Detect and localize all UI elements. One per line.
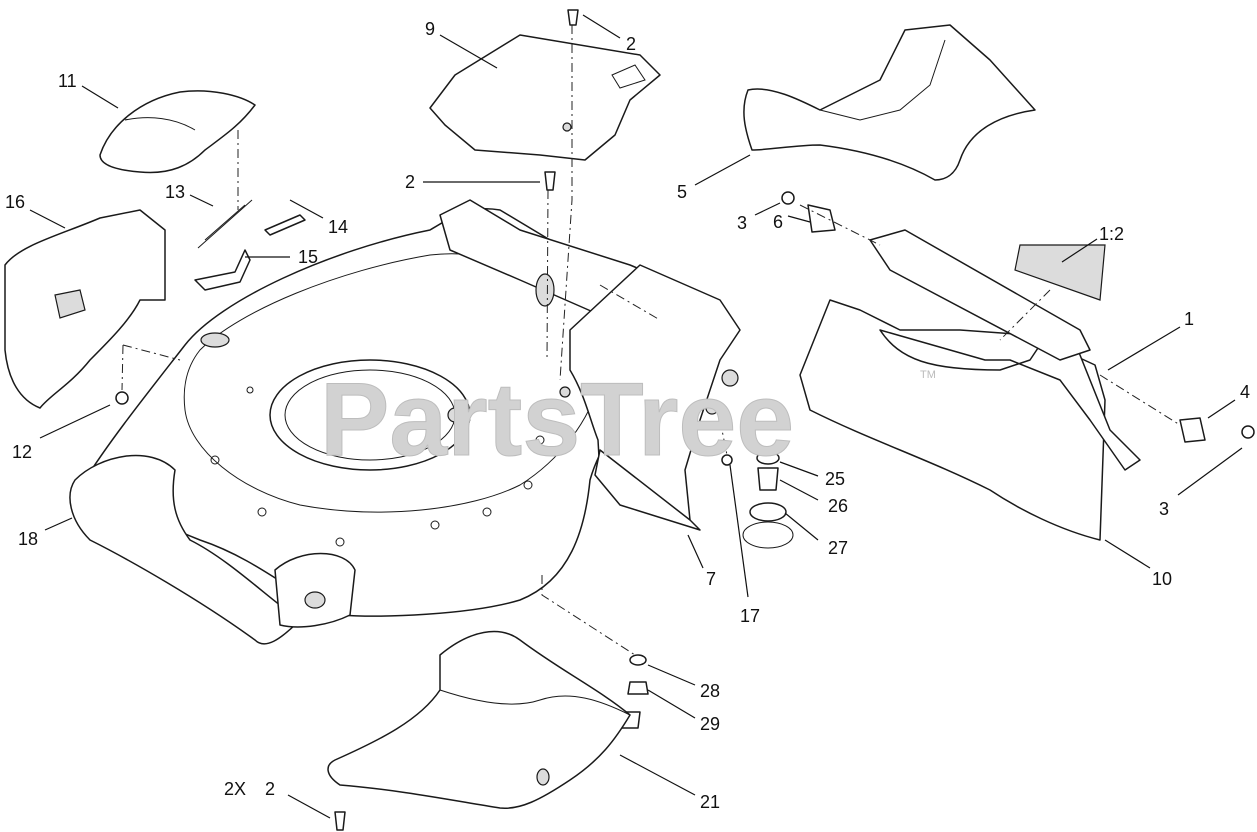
watermark-text: PartsTree xyxy=(320,362,794,478)
callout-2-top: 2 xyxy=(626,34,636,54)
callout-14: 14 xyxy=(328,217,348,237)
callout-28: 28 xyxy=(700,681,720,701)
callout-5: 5 xyxy=(677,182,687,202)
discharge-door xyxy=(569,264,741,531)
side-cover xyxy=(4,209,166,409)
callout-10: 10 xyxy=(1152,569,1172,589)
callout-13: 13 xyxy=(165,182,185,202)
height-adjust-cover xyxy=(99,90,256,174)
rear-flap-top xyxy=(743,24,1036,181)
assembly-lines xyxy=(121,25,1181,656)
callout-3-lower: 3 xyxy=(1159,499,1169,519)
callout-4: 4 xyxy=(1240,382,1250,402)
callout-3-upper: 3 xyxy=(737,213,747,233)
callout-11: 11 xyxy=(58,71,77,91)
callout-12: 12 xyxy=(12,442,32,462)
callout-26: 26 xyxy=(828,496,848,516)
callout-15: 15 xyxy=(298,247,318,267)
watermark-trademark: TM xyxy=(920,369,936,381)
callout-labels: 9 2 11 13 2 14 16 15 5 3 6 1:2 1 4 3 12 … xyxy=(5,19,1250,812)
callout-27: 27 xyxy=(828,538,848,558)
callout-2x: 2X xyxy=(224,779,246,799)
callout-17: 17 xyxy=(740,606,760,626)
callout-2-mid: 2 xyxy=(405,172,415,192)
callout-25: 25 xyxy=(825,469,845,489)
callout-18: 18 xyxy=(18,529,38,549)
callout-9: 9 xyxy=(425,19,435,39)
callout-29: 29 xyxy=(700,714,720,734)
callout-16: 16 xyxy=(5,192,25,212)
callout-6: 6 xyxy=(773,212,783,232)
leader-lines xyxy=(29,14,1243,819)
callout-2-bottom: 2 xyxy=(265,779,275,799)
callout-1-2: 1:2 xyxy=(1099,224,1124,244)
side-discharge-chute xyxy=(327,630,631,809)
baffle-plate xyxy=(429,34,661,161)
callout-1: 1 xyxy=(1184,309,1194,329)
callout-7: 7 xyxy=(706,569,716,589)
callout-21: 21 xyxy=(700,792,720,812)
rear-door-assembly xyxy=(799,229,1141,541)
spring-linkage xyxy=(194,199,306,291)
